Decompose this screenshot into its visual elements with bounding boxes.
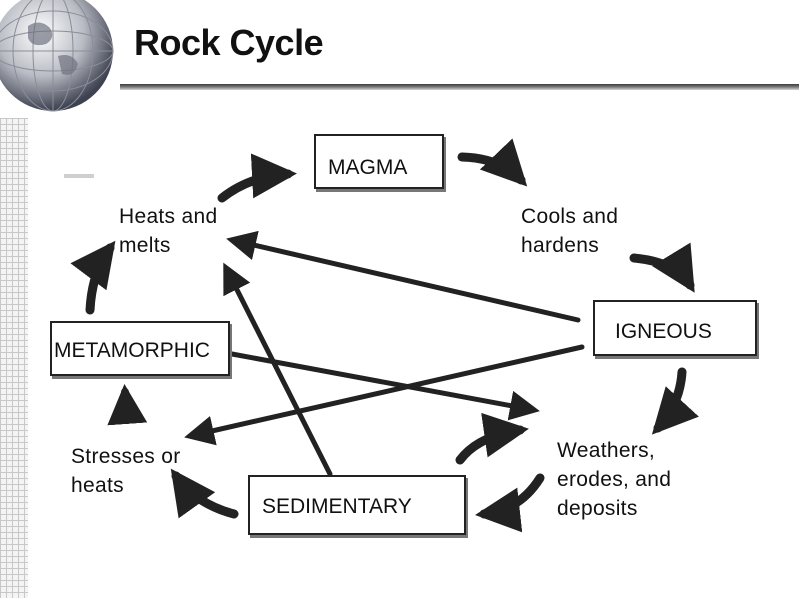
arrow-igneous-to-melts (226, 230, 581, 323)
cools-and-hardens-label: Cools and hardens (521, 205, 619, 257)
sedimentary-label: SEDIMENTARY (262, 495, 412, 518)
arrow-igneous-to-weathers (651, 367, 699, 435)
arrow-sedimentary-to-stresses (170, 468, 239, 519)
igneous-box: IGNEOUS (593, 300, 757, 356)
arrow-sedimentary-to-melts (223, 262, 333, 477)
heats-and-melts-label: Heats and melts (119, 205, 218, 257)
arrow-magma-to-cools (457, 138, 528, 187)
igneous-label: IGNEOUS (615, 320, 712, 343)
magma-box: MAGMA (314, 134, 444, 189)
sedimentary-box: SEDIMENTARY (248, 475, 466, 535)
slide-title: Rock Cycle (134, 22, 324, 63)
title-rule (120, 84, 799, 90)
metamorphic-box: METAMORPHIC (50, 321, 230, 376)
arrow-igneous-to-stresses (184, 344, 585, 446)
arrow-hardens-to-igneous (629, 242, 695, 293)
arrow-metamorphic-to-heats (70, 240, 116, 315)
background-grid-strip (0, 118, 28, 598)
smudge (64, 174, 94, 178)
arrow-deposits-to-sedimentary (475, 473, 545, 533)
magma-label: MAGMA (328, 156, 408, 179)
stresses-or-heats-label: Stresses or heats (71, 445, 181, 497)
weathers-erodes-deposits-label: Weathers, erodes, and deposits (557, 439, 672, 520)
arrow-sedimentary-up (455, 412, 529, 465)
globe-icon (0, 0, 114, 112)
metamorphic-label: METAMORPHIC (54, 339, 210, 362)
arrow-metamorphic-to-weathers (229, 351, 540, 421)
arrow-stresses-to-metamorphic (107, 384, 148, 426)
arrow-melts-to-magma (217, 153, 297, 203)
